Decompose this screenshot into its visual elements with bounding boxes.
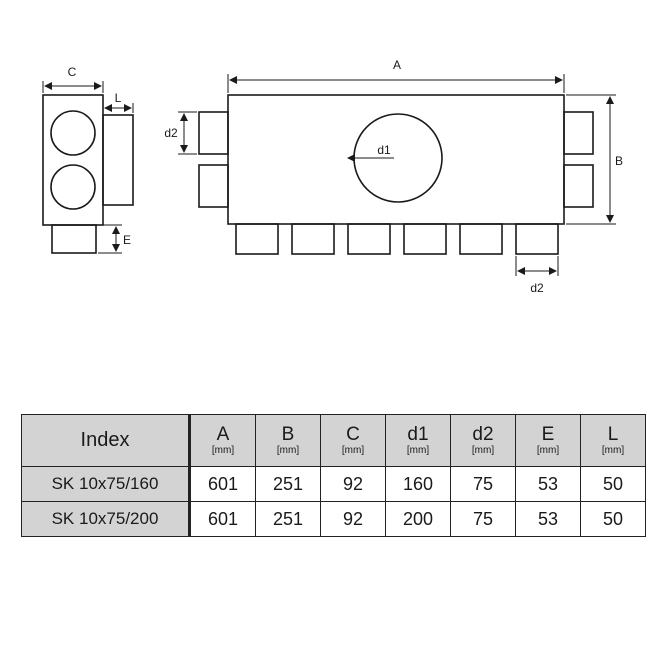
technical-drawing: C L E A B d2 d2 d1 <box>42 58 623 295</box>
column-unit: [mm] <box>536 444 560 456</box>
left-spigot-top <box>198 111 229 155</box>
label-C: C <box>68 65 77 79</box>
column-symbol: E <box>541 423 555 445</box>
side-view-port-top <box>50 110 96 156</box>
label-B: B <box>615 154 623 168</box>
column-header: E[mm] <box>515 414 581 467</box>
label-L: L <box>115 91 122 105</box>
table-cell: 251 <box>255 466 321 502</box>
bottom-spigot <box>235 223 279 255</box>
table-cell: 75 <box>450 501 516 537</box>
table-cell: 601 <box>188 466 256 502</box>
dimensions-table: Index A[mm] B[mm] C[mm] d1[mm] d2[mm] E[… <box>21 414 646 537</box>
table-cell: 75 <box>450 466 516 502</box>
column-header: A[mm] <box>188 414 256 467</box>
column-symbol: C <box>346 423 360 445</box>
row-index: SK 10x75/200 <box>21 501 190 537</box>
label-d2-bottom: d2 <box>530 281 544 295</box>
row-index: SK 10x75/160 <box>21 466 190 502</box>
label-A: A <box>393 58 401 72</box>
column-unit: [mm] <box>276 444 300 456</box>
bottom-spigot <box>459 223 503 255</box>
side-view-port-bottom <box>50 164 96 210</box>
column-symbol: d2 <box>472 423 494 445</box>
column-header: C[mm] <box>320 414 386 467</box>
column-header: B[mm] <box>255 414 321 467</box>
column-unit: [mm] <box>471 444 495 456</box>
bottom-spigot <box>515 223 559 255</box>
table-cell: 50 <box>580 466 646 502</box>
column-header: d1[mm] <box>385 414 451 467</box>
column-symbol: d1 <box>407 423 429 445</box>
label-d1: d1 <box>377 143 391 157</box>
column-unit: [mm] <box>601 444 625 456</box>
side-view-spigot <box>102 114 134 206</box>
table-cell: 200 <box>385 501 451 537</box>
left-spigot-bottom <box>198 164 229 208</box>
table-cell: 92 <box>320 501 386 537</box>
table-cell: 160 <box>385 466 451 502</box>
table-cell: 53 <box>515 501 581 537</box>
table-cell: 601 <box>188 501 256 537</box>
column-symbol: A <box>216 423 230 445</box>
table-row: SK 10x75/160 601 251 92 160 75 53 50 <box>21 466 646 502</box>
label-E: E <box>123 233 131 247</box>
column-symbol: L <box>607 423 619 445</box>
bottom-spigot <box>347 223 391 255</box>
bottom-spigot <box>291 223 335 255</box>
index-header: Index <box>21 414 190 467</box>
column-unit: [mm] <box>406 444 430 456</box>
column-unit: [mm] <box>341 444 365 456</box>
table-cell: 53 <box>515 466 581 502</box>
bottom-spigot <box>403 223 447 255</box>
table-cell: 251 <box>255 501 321 537</box>
table-cell: 92 <box>320 466 386 502</box>
column-symbol: B <box>281 423 295 445</box>
right-spigot-bottom <box>563 164 594 208</box>
side-view-body <box>42 94 104 226</box>
column-header: L[mm] <box>580 414 646 467</box>
table-header-row: Index A[mm] B[mm] C[mm] d1[mm] d2[mm] E[… <box>21 414 646 467</box>
side-view-bottom-spigot <box>51 224 97 254</box>
column-unit: [mm] <box>211 444 235 456</box>
table-row: SK 10x75/200 601 251 92 200 75 53 50 <box>21 501 646 537</box>
table-cell: 50 <box>580 501 646 537</box>
label-d2-side: d2 <box>164 126 178 140</box>
right-spigot-top <box>563 111 594 155</box>
column-header: d2[mm] <box>450 414 516 467</box>
front-view-body <box>227 94 565 225</box>
